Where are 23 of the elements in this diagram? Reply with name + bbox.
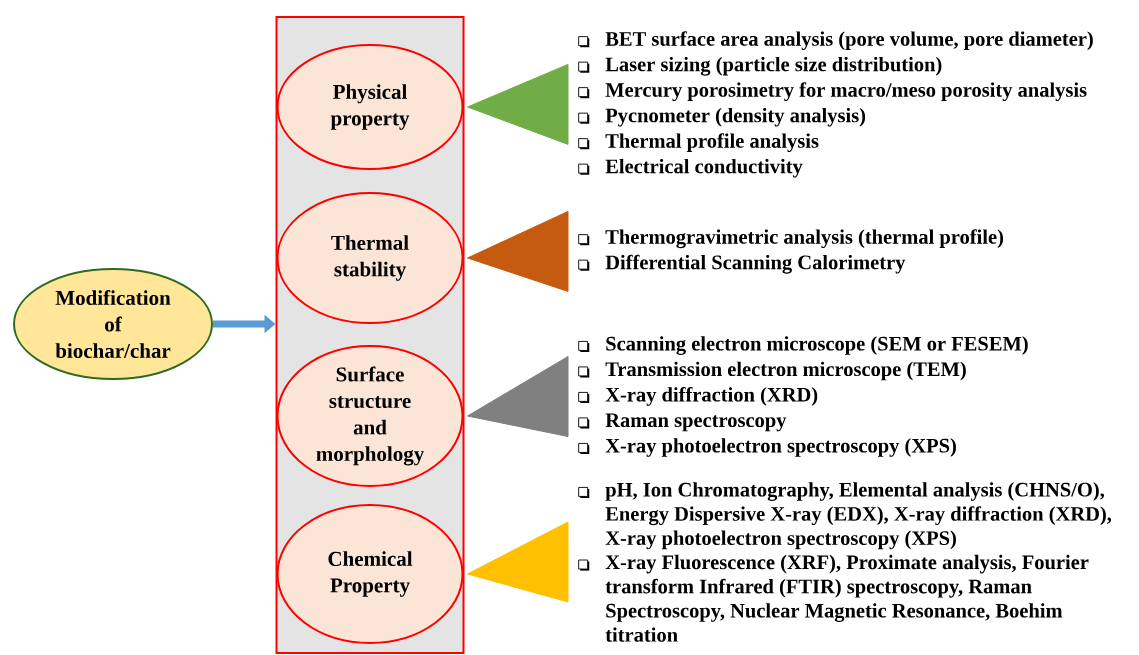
bullet-list: BET surface area analysis (pore volume, pore diameter) Laser sizing (particle size distribution) Mercury porosimetry for macro/meso porosity analysis Pycnometer (density analysis) Thermal profile analysis Electrical conductivity (578, 31, 1093, 178)
wedge-arrow (467, 521, 569, 603)
wedge-arrow (467, 356, 569, 437)
node-label: X-ray photoelectron spectroscopy (XPS) (605, 438, 956, 457)
node-label: Transmission electron microscope (TEM) (605, 361, 966, 381)
bullet-list: Scanning electron microscope (SEM or FESEM) Transmission electron microscope (TEM) X-ray diffraction (XRD) Raman spectroscopy X-ray photoelectron spectroscopy (XPS) (578, 336, 1028, 457)
wedge-arrow (467, 210, 569, 292)
bullet-list: pH, Ion Chromatography, Elemental analysis (CHNS/O), Energy Dispersive X-ray (EDX), X-ray diffraction (XRD), X-ray photoelectron spectroscopy (XPS) X-ray Fluorescence (XRF), Proximate analysis, Fourier transform Infrared (FTIR) spectroscopy, Raman Spectroscopy, Nuclear Magnetic Resonance, Boehim titration (578, 482, 1112, 642)
node-label: Differential Scanning Calorimetry (605, 254, 906, 274)
node-label: BET surface area analysis (pore volume, pore diameter) (605, 31, 1093, 51)
node-label: Thermogravimetric analysis (thermal profile) (605, 229, 1004, 249)
node-label: Laser sizing (particle size distribution) (605, 56, 942, 76)
node-label: X-ray Fluorescence (XRF), Proximate analysis, Fourier transform Infrared (FTIR) spectroscopy, Raman Spectroscopy, Nuclear Magnetic Resonance, Boehim titration (605, 554, 1089, 642)
node-label: X-ray diffraction (XRD) (605, 386, 818, 406)
node-label: Mercury porosimetry for macro/meso porosity analysis (605, 82, 1087, 102)
node-label: Scanning electron microscope (SEM or FESEM) (606, 336, 1028, 355)
node-label: Raman spectroscopy (605, 413, 787, 432)
wedge-arrow (467, 63, 569, 145)
bullet-list: Thermogravimetric analysis (thermal profile) Differential Scanning Calorimetry (578, 229, 1004, 274)
node-label: Electrical conductivity (605, 158, 803, 178)
node-label: Thermal profile analysis (605, 133, 819, 153)
node-label: Pycnometer (density analysis) (605, 107, 866, 127)
node-label: pH, Ion Chromatography, Elemental analysis (CHNS/O), Energy Dispersive X-ray (EDX), X-ray diffraction (XRD), X-ray photoelectron spectroscopy (XPS) (605, 482, 1112, 550)
